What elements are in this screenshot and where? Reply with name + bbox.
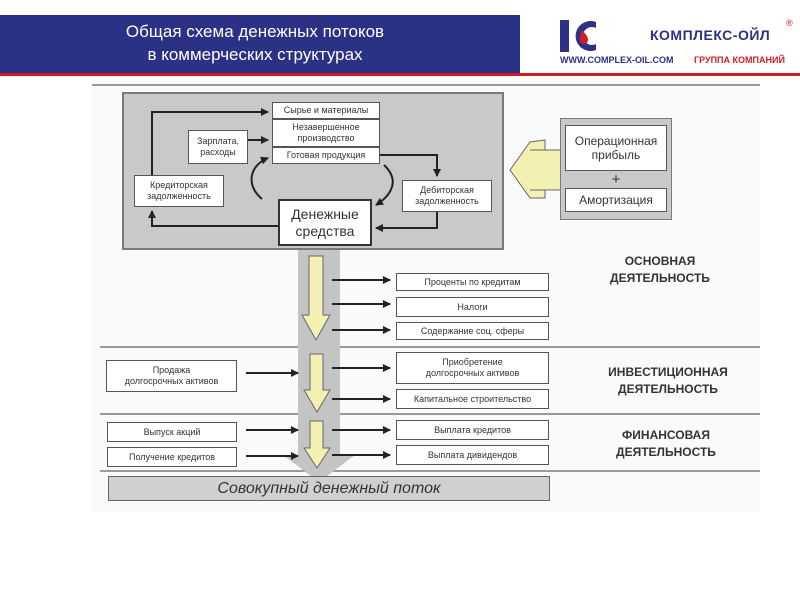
asset-purchase-box: Приобретение долгосрочных активов xyxy=(396,352,549,384)
operating-section-label: ОСНОВНАЯ ДЕЯТЕЛЬНОСТЬ xyxy=(580,253,740,287)
social-label: Содержание соц. сферы xyxy=(420,325,525,336)
asset-purchase-label-1: Приобретение xyxy=(442,357,503,367)
yellow-arrow-operating xyxy=(301,255,331,342)
finished-goods-box: Готовая продукция xyxy=(272,147,380,164)
yellow-arrow-investing xyxy=(303,353,331,413)
page-title: Общая схема денежных потоков в коммерчес… xyxy=(0,20,510,66)
header-divider xyxy=(0,73,800,76)
total-cash-flow-label: Совокупный денежный поток xyxy=(217,479,441,497)
page-title-line1: Общая схема денежных потоков xyxy=(125,22,385,41)
share-issue-label: Выпуск акций xyxy=(143,426,201,437)
total-cash-flow-bar: Совокупный денежный поток xyxy=(108,476,550,501)
asset-purchase-label-2: долгосрочных активов xyxy=(425,368,520,378)
company-group: ГРУППА КОМПАНИЙ xyxy=(694,55,785,65)
financing-label-2: ДЕЯТЕЛЬНОСТЬ xyxy=(616,445,716,459)
operating-profit-label-1: Операционная xyxy=(574,134,658,148)
section-divider-financing xyxy=(100,413,760,415)
plus-sign: + xyxy=(611,171,621,188)
receivables-label-1: Дебиторская xyxy=(420,185,474,195)
payables-box: Кредиторская задолженность xyxy=(134,175,224,207)
salary-box: Зарплата, расходы xyxy=(188,130,248,164)
loan-repayment-label: Выплата кредитов xyxy=(434,424,511,435)
materials-box: Сырье и материалы xyxy=(272,102,380,119)
yellow-arrow-financing xyxy=(303,420,331,469)
investing-label-1: ИНВЕСТИЦИОННАЯ xyxy=(608,365,728,379)
receivables-label-2: задолженность xyxy=(415,196,479,206)
page-title-line2: в коммерческих структурах xyxy=(147,45,363,64)
wip-label-2: производство xyxy=(297,133,355,143)
capital-construction-box: Капитальное строительство xyxy=(396,389,549,409)
financing-label-1: ФИНАНСОВАЯ xyxy=(622,428,710,442)
company-url: WWW.COMPLEX-OIL.COM xyxy=(560,55,674,65)
company-name: КОМПЛЕКС-ОЙЛ xyxy=(650,27,771,43)
interest-box: Проценты по кредитам xyxy=(396,273,549,291)
capital-construction-label: Капитальное строительство xyxy=(413,393,532,404)
cash-label-2: средства xyxy=(295,222,355,239)
operating-profit-label-2: прибыль xyxy=(591,148,641,162)
cash-box: Денежные средства xyxy=(278,199,372,246)
loan-receipt-label: Получение кредитов xyxy=(128,451,216,462)
company-logo-icon xyxy=(560,20,596,52)
taxes-box: Налоги xyxy=(396,297,549,317)
operating-label-1: ОСНОВНАЯ xyxy=(624,254,696,268)
financing-section-label: ФИНАНСОВАЯ ДЕЯТЕЛЬНОСТЬ xyxy=(586,427,746,461)
finished-goods-label: Готовая продукция xyxy=(286,150,366,160)
operating-label-2: ДЕЯТЕЛЬНОСТЬ xyxy=(610,271,710,285)
section-divider-top xyxy=(92,84,760,86)
asset-sale-label-1: Продажа xyxy=(152,365,191,375)
interest-label: Проценты по кредитам xyxy=(424,276,521,287)
payables-label-2: задолженность xyxy=(147,191,211,201)
dividends-box: Выплата дивидендов xyxy=(396,445,549,465)
depreciation-box: Амортизация xyxy=(565,188,667,212)
section-divider-investing xyxy=(100,346,760,348)
section-divider-bottom xyxy=(100,470,760,472)
payables-label-1: Кредиторская xyxy=(150,180,208,190)
asset-sale-box: Продажа долгосрочных активов xyxy=(106,360,237,392)
receivables-box: Дебиторская задолженность xyxy=(402,180,492,212)
taxes-label: Налоги xyxy=(457,301,488,312)
cash-label-1: Денежные xyxy=(291,205,359,222)
dividends-label: Выплата дивидендов xyxy=(427,449,518,460)
loan-repayment-box: Выплата кредитов xyxy=(396,420,549,440)
depreciation-label: Амортизация xyxy=(579,193,653,207)
asset-sale-label-2: долгосрочных активов xyxy=(124,376,219,386)
operating-profit-box: Операционная прибыль xyxy=(565,125,667,171)
salary-label-1: Зарплата, xyxy=(197,136,239,146)
materials-label: Сырье и материалы xyxy=(283,105,369,115)
salary-label-2: расходы xyxy=(200,147,236,157)
loan-receipt-box: Получение кредитов xyxy=(107,447,237,467)
share-issue-box: Выпуск акций xyxy=(107,422,237,442)
wip-box: Незавершенное производство xyxy=(272,119,380,147)
registered-mark: ® xyxy=(786,18,793,28)
header-bar xyxy=(0,15,520,73)
investing-section-label: ИНВЕСТИЦИОННАЯ ДЕЯТЕЛЬНОСТЬ xyxy=(588,364,748,398)
social-box: Содержание соц. сферы xyxy=(396,322,549,340)
wip-label-1: Незавершенное xyxy=(292,122,360,132)
investing-label-2: ДЕЯТЕЛЬНОСТЬ xyxy=(618,382,718,396)
